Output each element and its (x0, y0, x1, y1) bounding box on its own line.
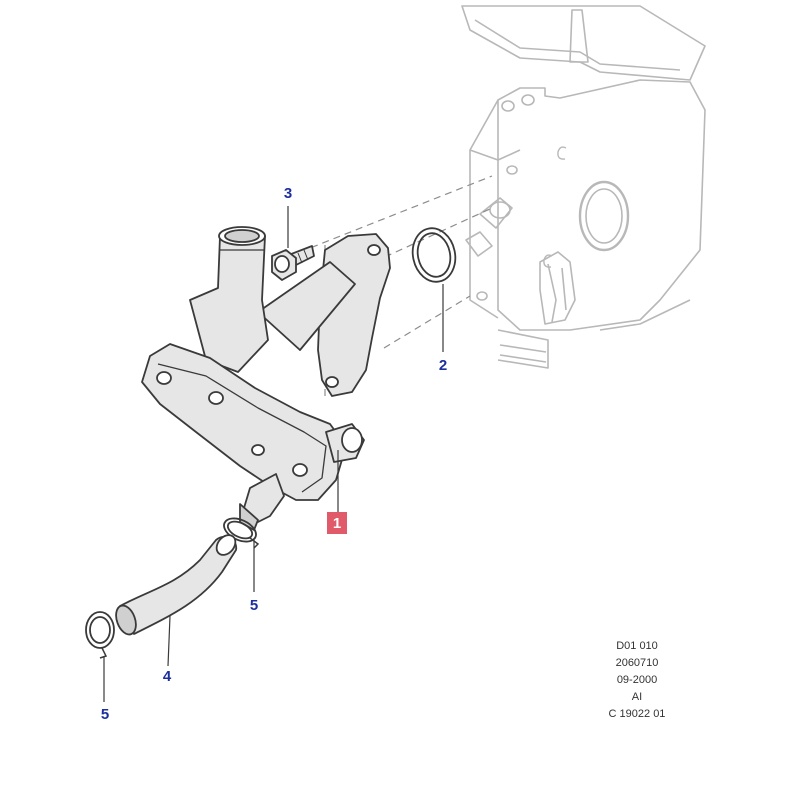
o-ring-seal (411, 227, 457, 283)
ref-line-2: 2060710 (615, 657, 659, 669)
callout-2-label: 2 (439, 357, 447, 374)
ref-line-1: D01 010 (616, 640, 658, 652)
ref-line-3: 09-2000 (616, 674, 658, 686)
ref-line-5: C 19022 01 (608, 708, 666, 720)
flange-bolt (271, 245, 315, 281)
callout-5-lower-label: 5 (101, 706, 109, 723)
leader-lines (103, 206, 444, 702)
hose-clamp-lower (85, 611, 115, 659)
callout-3-label: 3 (284, 185, 292, 202)
callout-5-lower[interactable]: 5 (101, 706, 109, 723)
callout-1-label: 1 (333, 515, 341, 532)
callout-1-highlight (327, 512, 347, 534)
engine-block-outline (461, 5, 706, 369)
callout-4-label: 4 (163, 668, 172, 685)
thermostat-housing (141, 226, 391, 531)
drawing-reference-block: D01 010 2060710 09-2000 AI C 19022 01 (572, 638, 702, 723)
ref-line-4: AI (631, 691, 643, 703)
callout-5-upper[interactable]: 5 (250, 597, 258, 614)
coolant-hose (115, 534, 238, 636)
callout-4[interactable]: 4 (163, 668, 172, 685)
callout-2[interactable]: 2 (439, 357, 447, 374)
callout-3[interactable]: 3 (284, 185, 292, 202)
callout-5-upper-label: 5 (250, 597, 258, 614)
callout-1[interactable]: 1 (327, 512, 347, 534)
